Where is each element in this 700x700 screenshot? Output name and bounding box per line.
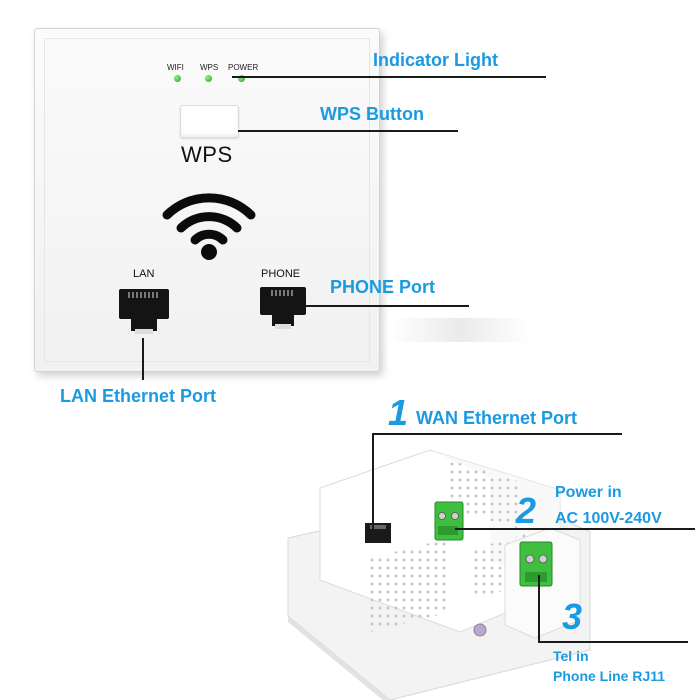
wps-label: WPS [181,142,233,167]
callout-number-3: 3 [562,596,583,637]
callout-number-1: 1 [388,392,409,433]
wan-port-line-h [372,433,622,435]
wan-port-line-v [372,433,374,533]
panel-inner-frame [44,38,370,362]
back-view-housing [287,449,591,700]
front-panel: WIFI WPS POWER WPS LAN PHONE [34,28,380,372]
indicator-label-power: POWER [228,63,259,72]
lan-port-line [142,338,144,380]
indicator-label-wps: WPS [200,63,219,72]
phone-port-label: PHONE [261,268,301,280]
power-line [455,528,695,530]
wps-button-line [238,130,458,132]
indicator-light-line [232,76,546,78]
wifi-led-icon [174,75,181,82]
power-callout-line2: AC 100V-240V [555,510,662,527]
power-led-icon [238,75,245,82]
panel-shadow [390,318,530,342]
phone-port-callout: PHONE Port [330,277,436,297]
tel-callout-line2: Phone Line RJ11 [553,668,666,684]
power-callout-line1: Power in [555,484,622,501]
wps-button[interactable] [180,105,239,138]
callout-number-2: 2 [516,490,537,531]
wan-port-callout: WAN Ethernet Port [416,408,578,428]
wifi-icon [162,193,256,260]
lan-port-label: LAN [133,268,155,280]
lan-port-callout: LAN Ethernet Port [60,386,217,406]
indicator-light-callout: Indicator Light [373,50,498,70]
phone-port-icon[interactable] [260,287,306,331]
wps-button-callout: WPS Button [320,104,424,124]
wps-led-icon [205,75,212,82]
indicator-label-wifi: WIFI [167,63,184,72]
tel-callout-line1: Tel in [553,648,589,664]
lan-port-icon[interactable] [119,289,169,335]
tel-line-h [538,641,688,643]
phone-port-line [305,305,469,307]
tel-line-v [538,575,540,643]
